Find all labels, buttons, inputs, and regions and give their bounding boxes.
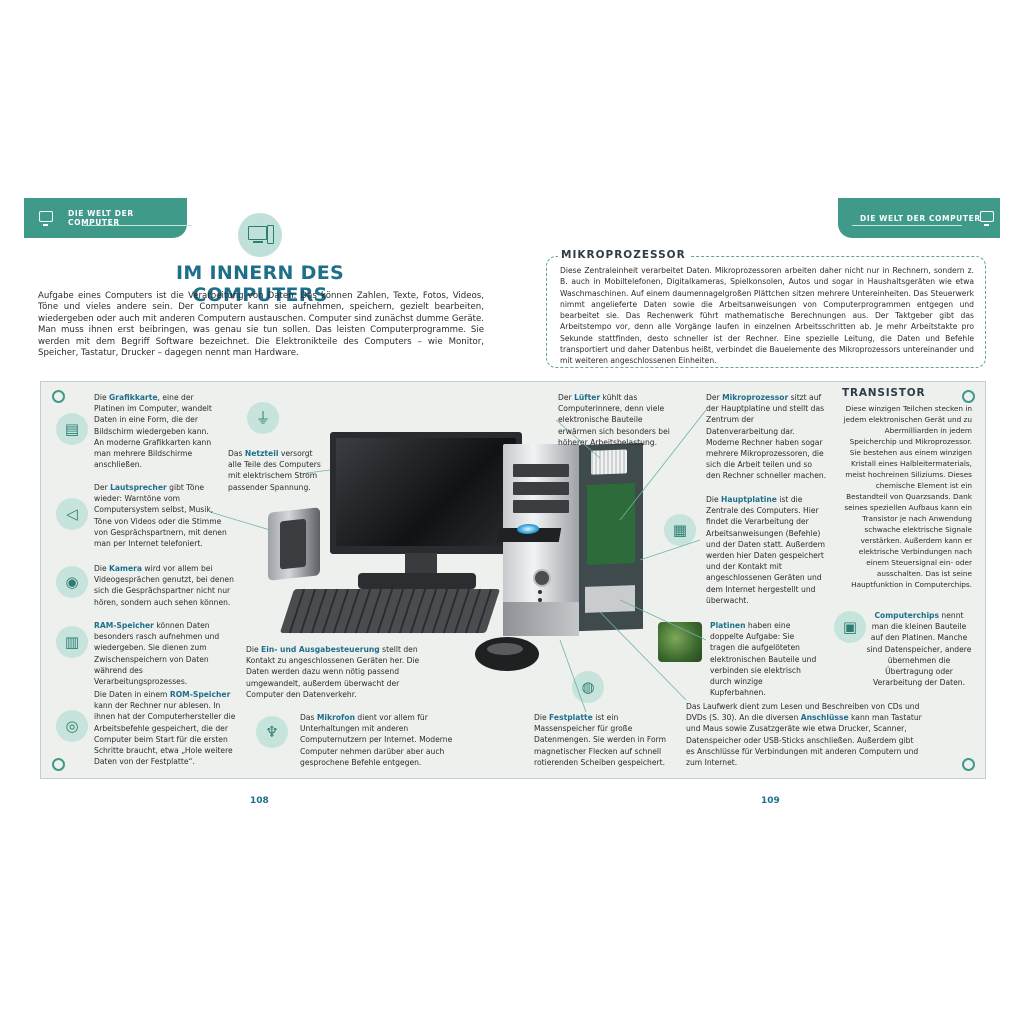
mouse-illustration (475, 637, 539, 671)
label-netzteil: Das Netzteil versorgt alle Teile des Com… (228, 449, 321, 492)
hex-ornament-icon (52, 758, 65, 771)
label-grafikkarte: Die Grafikkarte, eine der Platinen im Co… (94, 393, 212, 470)
page-title: IM INNERN DES COMPUTERS (176, 262, 344, 306)
plug-icon: ⏚ (247, 402, 279, 434)
page-number-left: 108 (250, 796, 269, 806)
hex-ornament-icon (962, 390, 975, 403)
label-luefter: Der Lüfter kühlt das Computerinnere, den… (558, 393, 670, 447)
label-ein-ausgabesteuerung: Die Ein- und Ausgabesteuerung stellt den… (246, 645, 420, 699)
hex-ornament-icon (52, 390, 65, 403)
label-festplatte: Die Festplatte ist ein Massenspeicher fü… (534, 713, 667, 767)
label-mikrofon: Das Mikrofon dient vor allem für Unterha… (300, 713, 453, 767)
monitor-stand (405, 553, 437, 575)
label-mikroprozessor: Der Mikroprozessor sitzt auf der Hauptpl… (706, 393, 827, 481)
section-tab-label: DIE WELT DER COMPUTER (68, 209, 134, 227)
label-hauptplatine: Die Hauptplatine ist die Zentrale des Co… (706, 495, 825, 605)
label-ram-speicher: RAM-Speicher können Daten besonders rasc… (94, 621, 220, 687)
hex-ornament-icon (962, 758, 975, 771)
chip-icon: ▣ (834, 611, 866, 643)
transistor-text: Diese winzigen Teilchen stecken in jedem… (843, 404, 972, 589)
microphone-icon: ♆ (256, 716, 288, 748)
label-platinen: Platinen haben eine doppelte Aufgabe: Si… (710, 621, 817, 698)
monitor-icon (980, 211, 994, 226)
speaker-icon: ◁ (56, 498, 88, 530)
pc-interior-illustration (579, 442, 643, 632)
ram-icon: ▥ (56, 626, 88, 658)
page-number-right: 109 (761, 796, 780, 806)
harddisk-icon: ◍ (572, 671, 604, 703)
section-tab-label: DIE WELT DER COMPUTER (860, 213, 981, 223)
monitor-icon (39, 211, 53, 226)
monitor-illustration (330, 432, 522, 554)
section-tab-left: DIE WELT DER COMPUTER (24, 198, 192, 238)
label-laufwerk-anschluesse: Das Laufwerk dient zum Lesen und Beschre… (686, 702, 922, 768)
speaker-illustration (268, 507, 320, 581)
label-computerchips: Computerchips nennt man die kleinen Baut… (866, 611, 972, 688)
label-kamera: Die Kamera wird vor allem bei Videogespr… (94, 564, 234, 607)
circuit-board-illustration (658, 622, 702, 662)
mikroprozessor-heading: MIKROPROZESSOR (558, 249, 689, 261)
mikroprozessor-text: Diese Zentraleinheit verarbeitet Daten. … (560, 266, 974, 366)
transistor-heading: TRANSISTOR (842, 387, 926, 399)
mikroprozessor-box (546, 256, 986, 368)
computer-icon (238, 213, 282, 257)
keyboard-illustration (279, 589, 501, 633)
circuit-icon: ▦ (664, 514, 696, 546)
label-lautsprecher: Der Lautsprecher gibt Töne wieder: Warnt… (94, 483, 227, 549)
intro-paragraph: Aufgabe eines Computers ist die Verarbei… (38, 291, 484, 359)
disc-icon: ◎ (56, 710, 88, 742)
monitor-foot (358, 573, 476, 589)
label-rom-speicher: Die Daten in einem ROM-Speicher kann der… (94, 690, 236, 767)
graphics-card-icon: ▤ (56, 413, 88, 445)
camera-icon: ◉ (56, 566, 88, 598)
section-tab-right: DIE WELT DER COMPUTER (838, 198, 1000, 238)
dvd-drive-illustration (496, 524, 562, 542)
